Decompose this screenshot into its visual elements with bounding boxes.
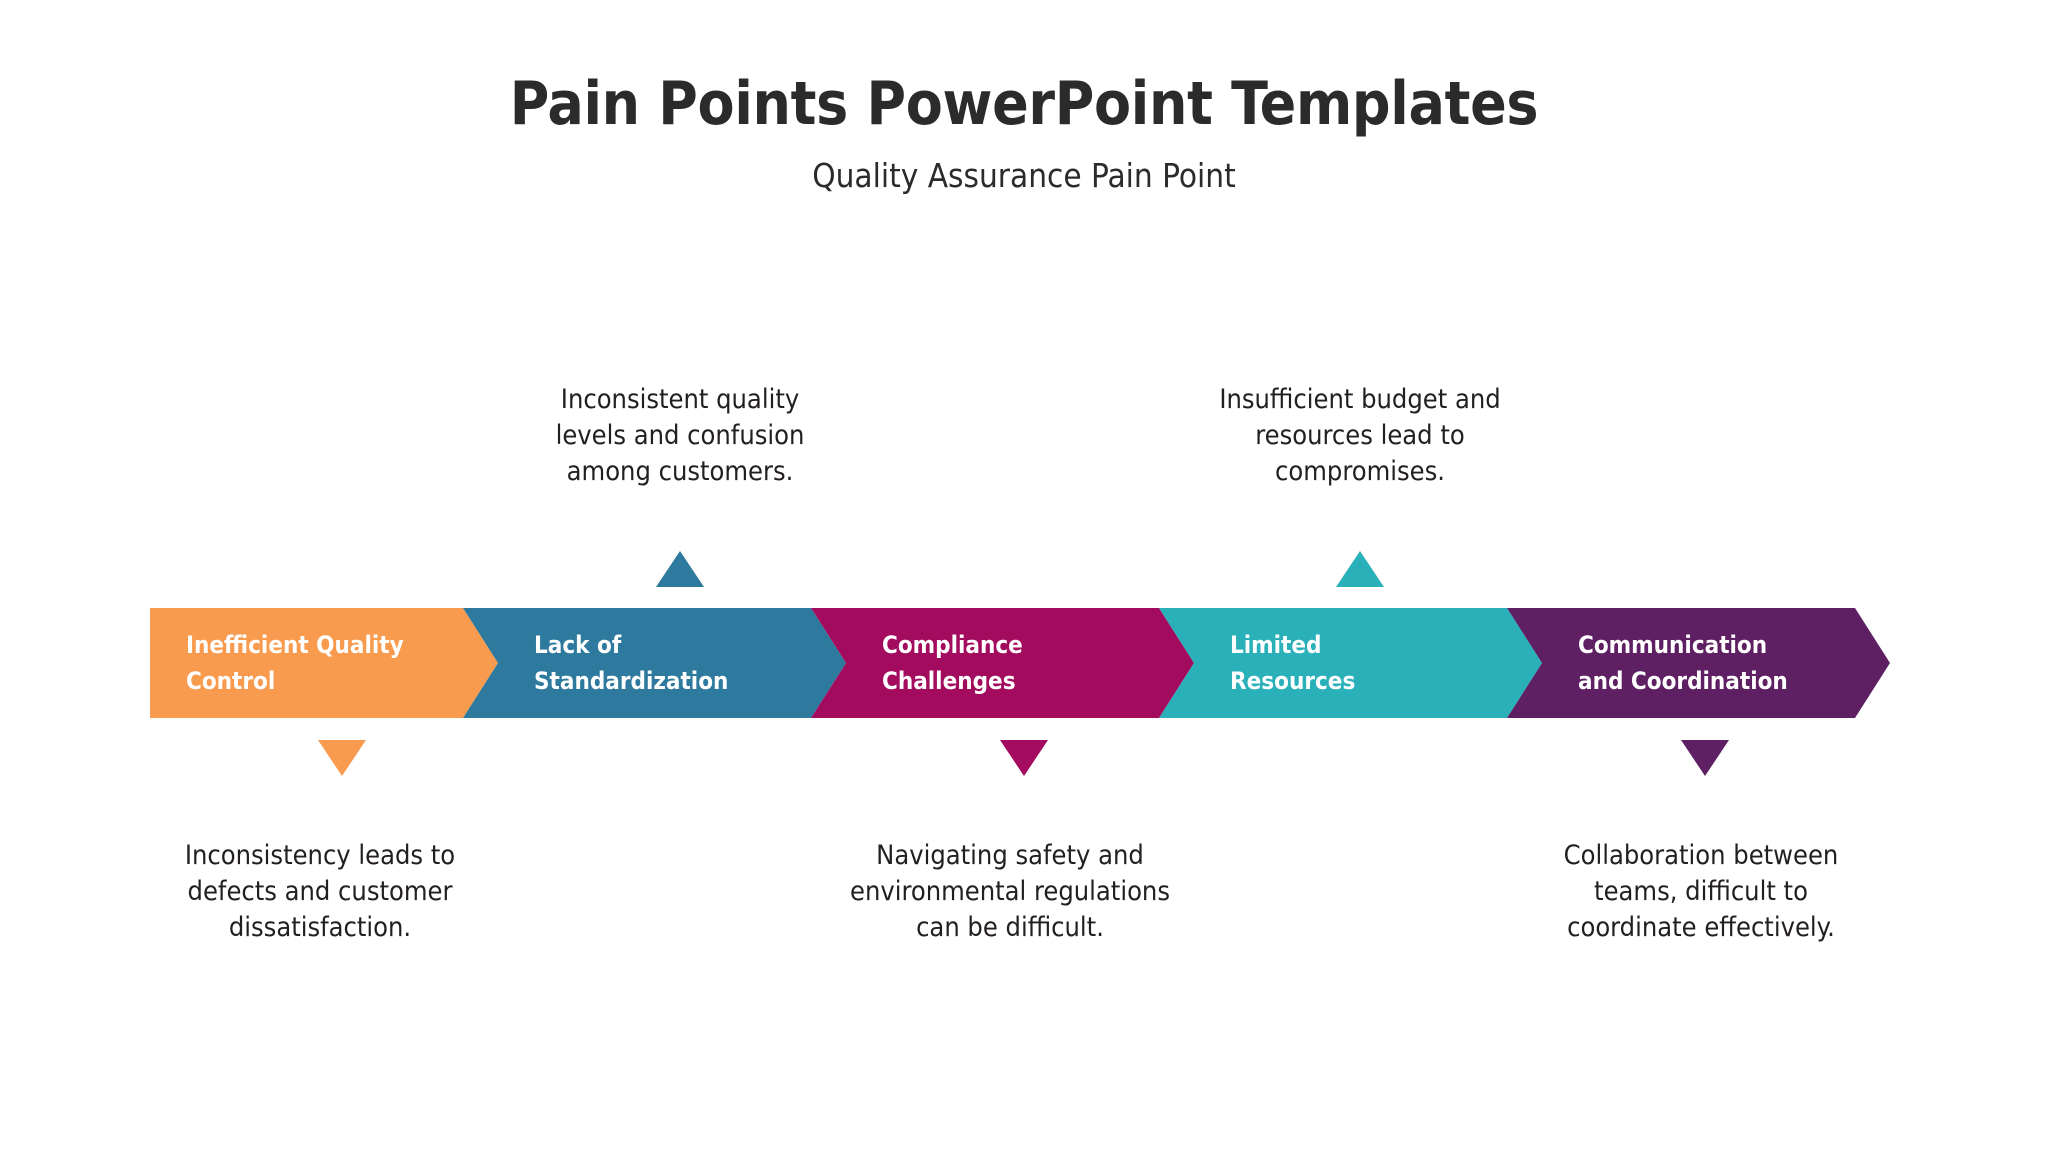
triangle-down-icon-segment-3 [1000, 740, 1048, 776]
chevron-segment-1-shape[interactable] [150, 608, 498, 718]
callout-line: teams, difficult to [1594, 876, 1808, 907]
callout-line: compromises. [1275, 456, 1445, 487]
chevron-segment-5-shape[interactable] [1507, 608, 1890, 718]
triangle-up-icon-segment-4 [1336, 551, 1384, 587]
triangle-down-icon-segment-1 [318, 740, 366, 776]
page-subtitle: Quality Assurance Pain Point [812, 156, 1236, 195]
callout-line: defects and customer [187, 876, 453, 907]
callout-line: levels and confusion [555, 420, 805, 451]
chevron-segment-4-shape[interactable] [1159, 608, 1542, 718]
slide-header: Pain Points PowerPoint Templates Quality… [0, 68, 2048, 196]
callout-line: can be difficult. [916, 912, 1104, 943]
callout-line: resources lead to [1255, 420, 1465, 451]
callout-above-segment-4: Insufficient budget and resources lead t… [1180, 382, 1540, 490]
triangle-up-icon-segment-2 [656, 551, 704, 587]
triangle-down-icon-segment-5 [1681, 740, 1729, 776]
page-title: Pain Points PowerPoint Templates [509, 69, 1539, 139]
callout-line: Navigating safety and [876, 840, 1144, 871]
callout-line: dissatisfaction. [228, 912, 412, 943]
process-chevron-bar: Inefficient Quality Control Lack of Stan… [150, 608, 1890, 718]
callout-below-segment-3: Navigating safety and environmental regu… [820, 838, 1200, 946]
callout-line: Collaboration between [1563, 840, 1839, 871]
chevron-segment-3-shape[interactable] [811, 608, 1194, 718]
callout-below-segment-1: Inconsistency leads to defects and custo… [160, 838, 480, 946]
callout-below-segment-5: Collaboration between teams, difficult t… [1531, 838, 1871, 946]
callout-line: Insufficient budget and [1219, 384, 1501, 415]
callout-line: environmental regulations [850, 876, 1170, 907]
callout-line: among customers. [566, 456, 794, 487]
callout-line: Inconsistent quality [560, 384, 800, 415]
callout-line: Inconsistency leads to [184, 840, 456, 871]
callout-above-segment-2: Inconsistent quality levels and confusio… [500, 382, 860, 490]
chevron-segment-2-shape[interactable] [463, 608, 846, 718]
callout-line: coordinate effectively. [1567, 912, 1835, 943]
